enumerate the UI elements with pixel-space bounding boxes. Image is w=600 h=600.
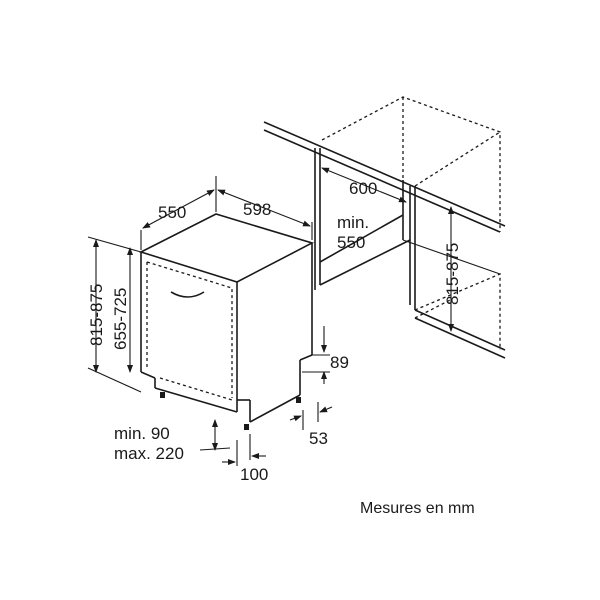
niche-depth-label: 600 — [349, 179, 377, 198]
plinth-range-max: max. 220 — [114, 444, 184, 463]
dimension-plinth-height: 89 — [302, 326, 349, 384]
dimension-depth: 550 — [140, 176, 217, 250]
dimension-niche-min: min. 550 — [337, 213, 369, 252]
width-label: 598 — [243, 200, 271, 219]
dimension-body-height: 655-725 — [111, 247, 133, 373]
units-caption: Mesures en mm — [360, 500, 475, 517]
dimension-niche-depth: 600 — [321, 167, 407, 203]
dimension-width: 598 — [217, 189, 313, 240]
door-handle — [170, 291, 205, 298]
plinth-height-label: 89 — [330, 353, 349, 372]
total-height-label: 815-875 — [87, 284, 106, 346]
dimension-plinth-depth: 53 — [289, 402, 333, 448]
niche-min-value: 550 — [337, 233, 365, 252]
foot — [160, 392, 165, 398]
foot — [244, 424, 249, 430]
foot-offset-label: 100 — [240, 465, 268, 484]
plinth-range-min: min. 90 — [114, 424, 170, 443]
dishwasher-body — [138, 213, 315, 430]
dimension-plinth-range: min. 90 max. 220 — [114, 419, 231, 463]
depth-label: 550 — [158, 203, 186, 222]
niche-height-label: 815-875 — [443, 243, 462, 305]
foot — [296, 397, 301, 403]
niche-min-label: min. — [337, 213, 369, 232]
plinth-depth-label: 53 — [309, 429, 328, 448]
dimension-foot-offset: 100 — [222, 434, 268, 484]
dimension-niche-height: 815-875 — [443, 206, 462, 332]
body-height-label: 655-725 — [111, 288, 130, 350]
kitchen-cabinet-niche — [263, 96, 506, 359]
